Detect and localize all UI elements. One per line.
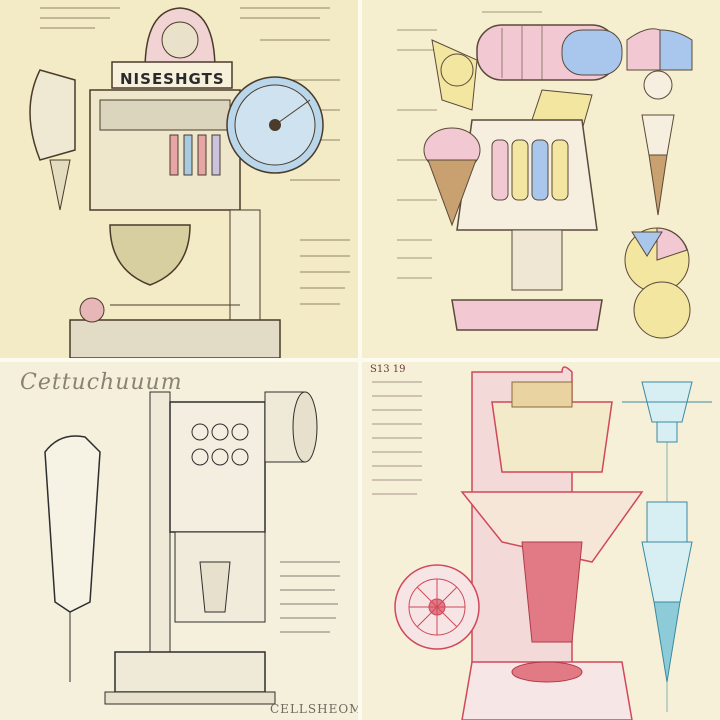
panel-corner-text: CELLSHEOM [270,702,358,716]
panel-bottom-left-drawing [44,391,340,705]
panel-top-left-drawing [29,7,350,358]
panel-corner-number: S13 19 [370,364,406,375]
panel-top-right-cone-machine [362,0,720,358]
panel-bottom-right-red-blueprint: S13 19 [362,362,720,720]
panel-top-right-drawing [397,11,693,339]
panel-top-left-machine-diagram: NISESHGTS [0,0,358,358]
panel-title-text: Cettuchuuum [20,370,183,395]
panel-bottom-left-ink-drawing: Cettuchuuum CELLSHEOM [0,362,358,720]
machine-sign-text: NISESHGTS [120,70,225,88]
panel-bottom-right-drawing [372,366,712,720]
grid-horizontal-divider [0,358,720,362]
